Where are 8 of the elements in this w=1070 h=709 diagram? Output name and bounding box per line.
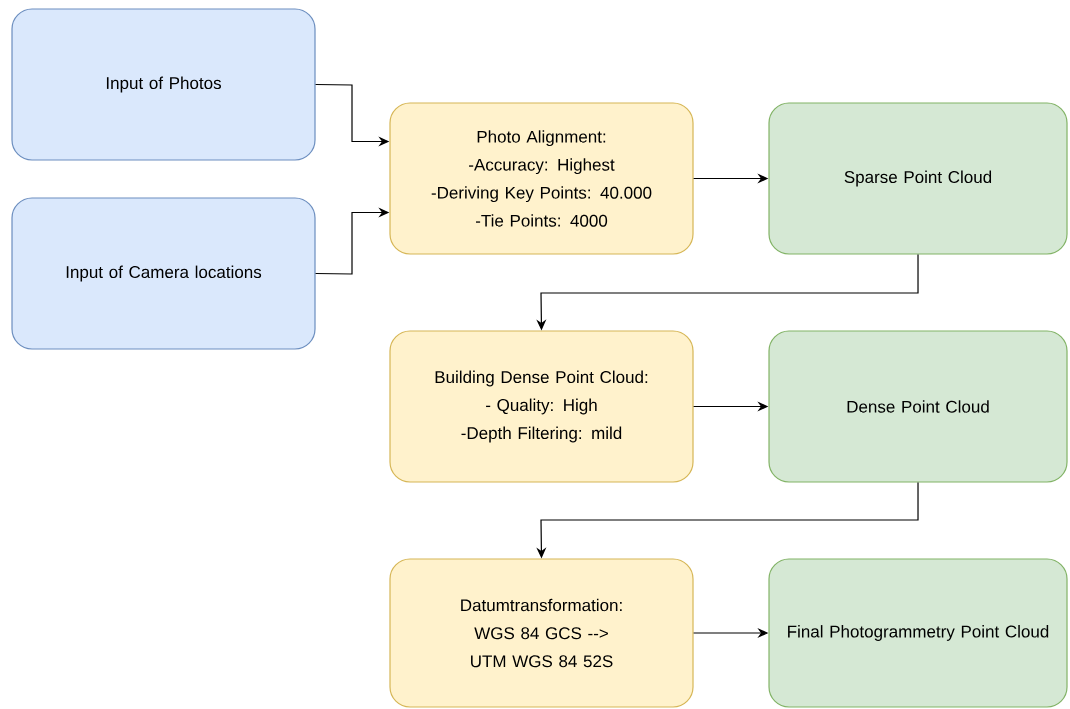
process-box: Input of Photos <box>11 8 316 161</box>
process-box: Building Dense Point Cloud: - Quality: High -Depth Filtering: mild <box>389 330 694 483</box>
process-box: Sparse Point Cloud <box>768 102 1068 255</box>
process-box: Final Photogrammetry Point Cloud <box>768 558 1068 708</box>
process-box: Dense Point Cloud <box>768 330 1068 483</box>
process-box: Photo Alignment: -Accuracy: Highest -Deriving Key Points: 40.000 -Tie Points: 4000 <box>389 102 694 255</box>
process-box: Datumtransformation: WGS 84 GCS --> UTM WGS 84 52S <box>389 558 694 708</box>
process-box: Input of Camera locations <box>11 197 316 350</box>
